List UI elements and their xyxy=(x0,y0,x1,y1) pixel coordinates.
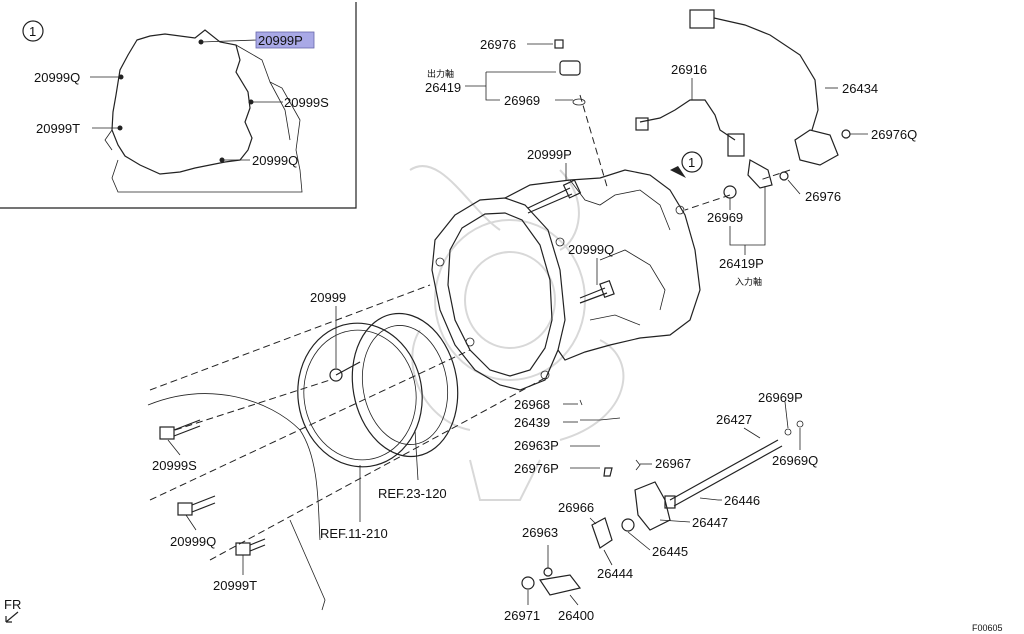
inset-label-20999T: 20999T xyxy=(36,121,80,136)
inset-label-20999Q-bottom: 20999Q xyxy=(252,153,298,168)
inset-label-20999Q-top: 20999Q xyxy=(34,70,80,85)
label-output-shaft: 出力軸 xyxy=(427,68,454,79)
label-20999Q-low: 20999Q xyxy=(170,534,216,549)
label-26916: 26916 xyxy=(671,62,707,77)
label-26968: 26968 xyxy=(514,397,550,412)
inset-highlight xyxy=(255,31,315,49)
label-ref-11-210: REF.11-210 xyxy=(320,526,388,541)
label-20999Q-case: 20999Q xyxy=(568,242,614,257)
diagram-code: F00605 xyxy=(972,623,1003,633)
label-26976-mid: 26976 xyxy=(805,189,841,204)
label-26966: 26966 xyxy=(558,500,594,515)
label-26419: 26419 xyxy=(425,80,461,95)
label-26969-mid: 26969 xyxy=(707,210,743,225)
label-26969-top: 26969 xyxy=(504,93,540,108)
label-26447: 26447 xyxy=(692,515,728,530)
label-26446: 26446 xyxy=(724,493,760,508)
inset-badge: 1 xyxy=(29,24,36,39)
label-26971: 26971 xyxy=(504,608,540,623)
label-fr: FR xyxy=(4,597,21,612)
label-26976Q: 26976Q xyxy=(871,127,917,142)
label-26963: 26963 xyxy=(522,525,558,540)
label-20999T: 20999T xyxy=(213,578,257,593)
label-20999P: 20999P xyxy=(527,147,572,162)
label-ref-23-120: REF.23-120 xyxy=(378,486,447,501)
label-26969Q: 26969Q xyxy=(772,453,818,468)
label-26444: 26444 xyxy=(597,566,633,581)
watermark-emblem xyxy=(409,165,625,501)
label-26963P: 26963P xyxy=(514,438,559,453)
label-20999: 20999 xyxy=(310,290,346,305)
label-26976P: 26976P xyxy=(514,461,559,476)
part-labels: 26976 出力軸 26419 26969 26916 26434 26976Q… xyxy=(4,37,1003,633)
label-ref-badge: 1 xyxy=(688,155,695,170)
label-26400: 26400 xyxy=(558,608,594,623)
engine-outline xyxy=(147,393,326,611)
label-26439: 26439 xyxy=(514,415,550,430)
label-20999S: 20999S xyxy=(152,458,197,473)
inset-panel: 1 20999P 20999Q 20999S 20999T 20999Q xyxy=(0,2,357,209)
label-26419P: 26419P xyxy=(719,256,764,271)
manual-shaft-linkage xyxy=(521,399,804,596)
front-arrow-icon xyxy=(5,611,19,623)
inset-label-20999S: 20999S xyxy=(284,95,329,110)
label-26434: 26434 xyxy=(842,81,878,96)
label-26976-top: 26976 xyxy=(480,37,516,52)
label-26967: 26967 xyxy=(655,456,691,471)
transmission-case xyxy=(431,169,701,391)
sensor-assemblies xyxy=(554,9,851,199)
label-26969P: 26969P xyxy=(758,390,803,405)
direction-arrow-icon xyxy=(670,166,686,178)
inset-label-20999P: 20999P xyxy=(258,33,303,48)
label-26427: 26427 xyxy=(716,412,752,427)
leader-lines xyxy=(167,43,868,606)
label-input-shaft: 入力軸 xyxy=(735,276,762,287)
flywheel-assembly xyxy=(297,312,459,468)
label-26445: 26445 xyxy=(652,544,688,559)
